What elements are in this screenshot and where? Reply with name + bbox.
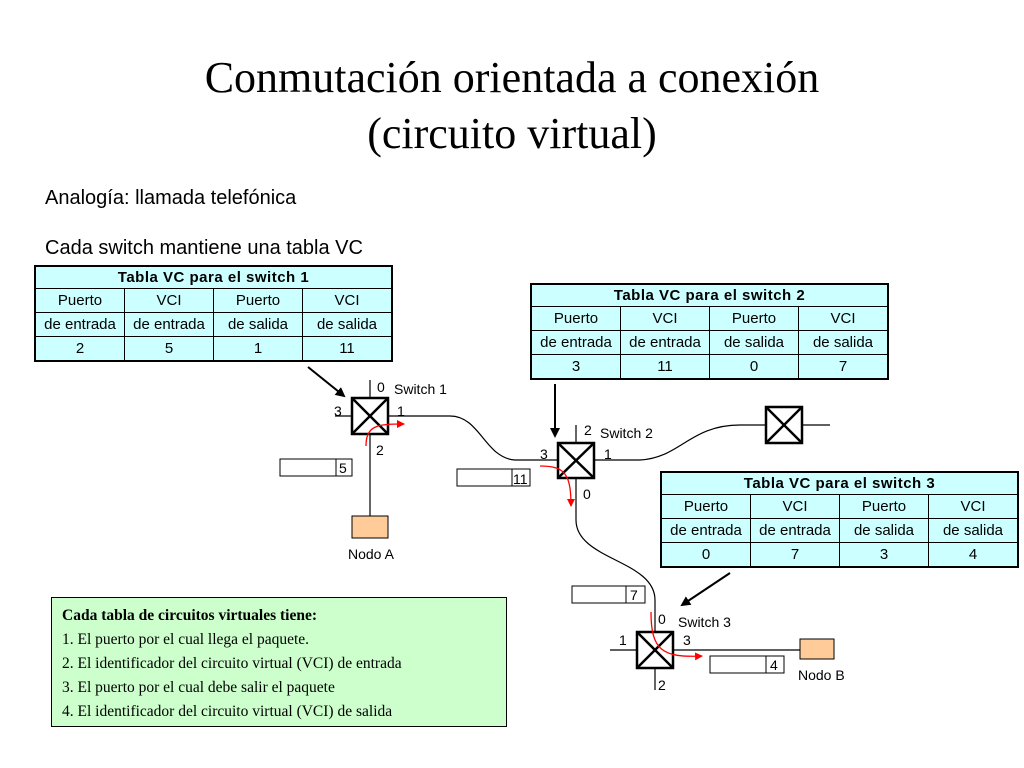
header-cell: de salida	[928, 518, 1019, 543]
node-b-label: Nodo B	[798, 667, 845, 683]
node-a-label: Nodo A	[348, 546, 395, 562]
header-cell: VCI	[928, 494, 1019, 519]
value-cell: 2	[34, 336, 125, 362]
header-cell: de entrada	[660, 518, 751, 543]
vc-table-title: Tabla VC para el switch 1	[34, 265, 393, 289]
analogy-text: Analogía: llamada telefónica	[45, 187, 297, 209]
header-cell: VCI	[620, 306, 710, 331]
port-label: 1	[397, 403, 405, 419]
vc-table-title: Tabla VC para el switch 2	[530, 283, 889, 307]
switch-2-label: Switch 2	[600, 425, 653, 441]
switch-3-label: Switch 3	[678, 614, 731, 630]
value-cell: 5	[124, 336, 214, 362]
port-label: 0	[377, 379, 385, 395]
switch-1-label: Switch 1	[394, 381, 447, 397]
vc-table-switch-3: Tabla VC para el switch 3 Puerto VCI Pue…	[660, 471, 1019, 568]
value-cell: 0	[709, 354, 799, 380]
header-cell: de salida	[213, 312, 303, 337]
header-cell: VCI	[124, 288, 214, 313]
port-label: 3	[540, 446, 548, 462]
header-cell: de entrada	[620, 330, 710, 355]
value-cell: 11	[620, 354, 710, 380]
packet-vci-label: 4	[770, 657, 778, 673]
port-label: 3	[334, 403, 342, 419]
link-s1-s2	[388, 415, 560, 461]
legend-item: 4. El identificador del circuito virtual…	[62, 703, 393, 720]
page-title: Conmutación orientada a conexión (circui…	[0, 50, 1024, 162]
port-label: 0	[658, 611, 666, 627]
legend-item: 2. El identificador del circuito virtual…	[62, 655, 402, 672]
path-arrow-s3	[650, 611, 703, 661]
packet-4: 4	[709, 655, 785, 674]
value-cell: 0	[660, 542, 751, 568]
header-cell: Puerto	[213, 288, 303, 313]
path-arrow-s2	[539, 465, 575, 507]
port-label: 2	[584, 422, 592, 438]
legend-item: 3. El puerto por el cual debe salir el p…	[62, 679, 335, 696]
port-label: 1	[619, 632, 627, 648]
header-cell: Puerto	[839, 494, 929, 519]
header-cell: Puerto	[34, 288, 125, 313]
switch-3-icon	[635, 630, 675, 670]
value-cell: 3	[530, 354, 621, 380]
value-cell: 1	[213, 336, 303, 362]
vc-table-switch-2: Tabla VC para el switch 2 Puerto VCI Pue…	[530, 283, 889, 380]
port-label: 2	[376, 442, 384, 458]
packet-vci-label: 7	[630, 587, 638, 603]
value-cell: 3	[839, 542, 929, 568]
intro-text: Cada switch mantiene una tabla VC	[45, 237, 363, 259]
legend-item: 1. El puerto por el cual llega el paquet…	[62, 631, 310, 648]
legend-heading: Cada tabla de circuitos virtuales tiene:	[62, 607, 318, 624]
table-row: 0 7 3 4	[660, 542, 1019, 568]
vc-table-title: Tabla VC para el switch 3	[660, 471, 1019, 495]
header-cell: de salida	[302, 312, 393, 337]
header-cell: de salida	[709, 330, 799, 355]
value-cell: 11	[302, 336, 393, 362]
packet-11: 11	[456, 468, 531, 487]
header-cell: de salida	[839, 518, 929, 543]
path-arrow-s1	[365, 420, 405, 447]
port-label: 1	[604, 446, 612, 462]
switch-2-icon	[556, 441, 596, 480]
port-label: 3	[683, 632, 691, 648]
pointer-arrow-table1	[307, 366, 346, 398]
header-cell: de entrada	[750, 518, 840, 543]
header-cell: VCI	[798, 306, 889, 331]
header-cell: de salida	[798, 330, 889, 355]
port-label: 2	[658, 677, 666, 693]
vc-table-switch-1: Tabla VC para el switch 1 Puerto VCI Pue…	[34, 265, 393, 362]
header-cell: de entrada	[34, 312, 125, 337]
node-a-icon	[351, 515, 389, 539]
value-cell: 7	[750, 542, 840, 568]
header-cell: Puerto	[709, 306, 799, 331]
link-s2-s4	[594, 424, 766, 461]
title-line-2: (circuito virtual)	[367, 109, 657, 158]
header-cell: de entrada	[124, 312, 214, 337]
pointer-arrow-table3	[680, 572, 731, 607]
header-cell: VCI	[750, 494, 840, 519]
title-line-1: Conmutación orientada a conexión	[204, 53, 820, 102]
value-cell: 7	[798, 354, 889, 380]
switch-unlabeled-icon	[764, 405, 804, 445]
node-b-icon	[799, 638, 835, 660]
packet-vci-label: 5	[339, 460, 347, 476]
header-cell: de entrada	[530, 330, 621, 355]
table-row: 2 5 1 11	[34, 336, 393, 362]
packet-vci-label: 11	[513, 471, 528, 487]
port-label: 0	[583, 486, 591, 502]
packet-5: 5	[279, 458, 353, 477]
header-cell: VCI	[302, 288, 393, 313]
packet-7: 7	[571, 585, 646, 604]
table-row: 3 11 0 7	[530, 354, 889, 380]
value-cell: 4	[928, 542, 1019, 568]
switch-1-icon	[350, 396, 390, 436]
link-s2-s3	[575, 478, 656, 632]
header-cell: Puerto	[660, 494, 751, 519]
legend-box: Cada tabla de circuitos virtuales tiene:…	[51, 597, 507, 727]
header-cell: Puerto	[530, 306, 621, 331]
